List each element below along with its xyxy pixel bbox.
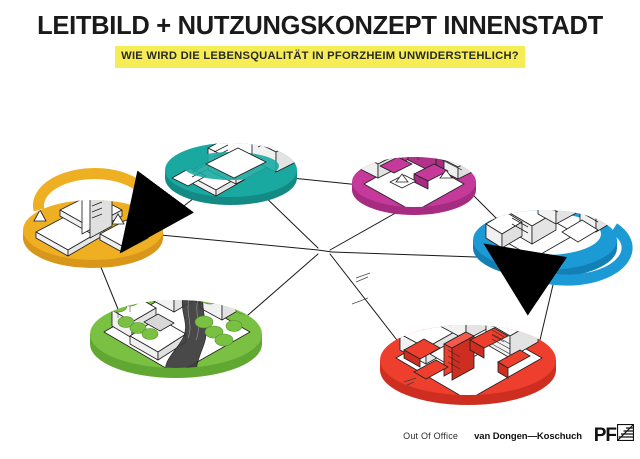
blue-circular-arrow-icon bbox=[483, 223, 633, 316]
pforzheim-square-icon bbox=[616, 423, 635, 446]
blue-island[interactable] bbox=[473, 166, 633, 316]
magenta-island[interactable] bbox=[352, 112, 476, 215]
page-title: LEITBILD + NUTZUNGSKONZEPT INNENSTADT bbox=[37, 12, 603, 40]
page-subtitle: WIE WIRD DIE LEBENSQUALITÄT IN PFORZHEIM… bbox=[115, 46, 525, 68]
credit-out-of-office: Out Of Office bbox=[403, 431, 459, 441]
pforzheim-logo-text: PF bbox=[593, 424, 617, 446]
poster-header: LEITBILD + NUTZUNGSKONZEPT INNENSTADT WI… bbox=[0, 0, 640, 68]
credits-group: Out Of Office van Dongen—Koschuch bbox=[403, 431, 582, 442]
yellow-island-scene bbox=[35, 200, 149, 257]
pforzheim-logo[interactable]: PF bbox=[593, 423, 635, 446]
red-island[interactable] bbox=[351, 258, 560, 405]
yellow-island[interactable] bbox=[23, 111, 194, 268]
credit-van-dongen-koschuch: van Dongen—Koschuch bbox=[474, 431, 582, 442]
yellow-circular-arrow-icon bbox=[32, 168, 194, 254]
subtitle-wrapper: WIE WIRD DIE LEBENSQUALITÄT IN PFORZHEIM… bbox=[0, 46, 640, 68]
poster-footer: Out Of Office van Dongen—Koschuch PF bbox=[0, 423, 640, 459]
diagram-canvas bbox=[0, 82, 640, 412]
green-island[interactable] bbox=[90, 268, 262, 378]
teal-island[interactable] bbox=[165, 122, 300, 205]
